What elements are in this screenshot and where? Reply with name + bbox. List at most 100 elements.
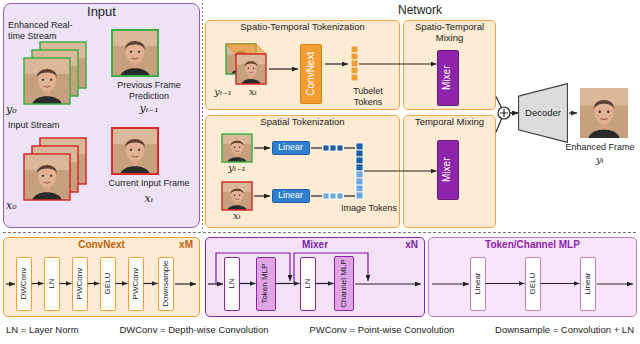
label-holder: xₜ — [214, 210, 260, 222]
label-holder: yₜ₋₁ — [214, 162, 260, 174]
tubelet-tokens — [351, 74, 358, 81]
image-tokens — [356, 192, 363, 199]
label-holder: yₜ — [562, 154, 638, 166]
token-label: Image Tokens — [340, 203, 398, 214]
enhanced-stream-stack — [24, 58, 70, 104]
input-stream-stack — [24, 138, 86, 200]
flow-arrow — [208, 283, 223, 284]
decoder-block: Decoder — [518, 83, 568, 143]
node-text: Linear — [278, 142, 303, 152]
separator-line — [202, 3, 203, 229]
tubelet-pictures — [236, 54, 266, 84]
arrow-connector — [400, 170, 437, 171]
tubelet-tokens — [351, 67, 358, 74]
image-tokens — [356, 178, 363, 185]
label-holder: LN = Layer Norm — [6, 324, 79, 335]
label-holder: DWConv = Depth-wise Convolution — [119, 324, 268, 335]
label-holder: x₀ — [6, 199, 24, 212]
label-holder: y₀ — [6, 103, 24, 116]
input-stream-stack — [32, 146, 78, 192]
flow-arrow — [364, 170, 400, 171]
layer-box: Linear — [580, 257, 596, 311]
node-text: Mixer — [442, 157, 454, 181]
node-text: Token/Channel MLP — [433, 239, 632, 251]
math-symbol: x₀ — [6, 199, 24, 212]
arrow-connector — [316, 283, 334, 284]
image-tokens — [323, 193, 329, 199]
previous-frame-picture — [112, 30, 158, 76]
skip-connection — [216, 253, 368, 284]
layer-box: Downsample — [158, 257, 174, 311]
tubelet-tokens — [351, 60, 358, 67]
flow-arrow — [311, 195, 322, 196]
tubelet-pictures — [236, 54, 266, 84]
layer-box: GELU — [525, 257, 541, 311]
image-tokens — [330, 193, 336, 199]
layer-box: PWConv — [128, 257, 144, 311]
node-text: Mixer — [210, 239, 420, 251]
mlp-box: Channel MLP — [334, 256, 354, 311]
tubelet-tokens — [351, 46, 358, 81]
sum-symbol — [498, 107, 510, 119]
node-text: Linear — [278, 190, 303, 200]
title-holder: Spatio-Temporal Tokenization — [206, 22, 399, 33]
mixing-panel: Spatio-Temporal MixingMixer — [403, 20, 496, 110]
title-holder: Spatial Tokenization — [206, 117, 399, 128]
mixing-panel: Temporal MixingMixer — [403, 115, 496, 228]
arrow-connector — [144, 283, 158, 284]
stream-label: Enhanced Real-time Stream — [8, 20, 88, 42]
flow-arrow — [359, 63, 400, 64]
label-holder: PWConv = Point-wise Convolution — [309, 324, 454, 335]
arrow-connector — [116, 283, 128, 284]
node-text: Channel MLP — [339, 259, 348, 307]
frame-label: Current Input Frame — [100, 178, 198, 189]
math-symbol: yₜ — [562, 154, 638, 166]
convnext-detail-panel: ConvNextxMDWConvLNPWConvGELUPWConvDownsa… — [3, 237, 200, 317]
node-text: GELU — [103, 273, 112, 295]
input-stream-stack — [24, 154, 70, 200]
math-symbol: xₜ — [214, 210, 260, 222]
node-text: xM — [179, 239, 193, 251]
spatial-pictures — [222, 134, 252, 162]
title-holder: Spatio-Temporal Mixing — [404, 22, 495, 44]
flow-arrow — [569, 112, 577, 113]
label-holder: xₜ — [100, 192, 198, 205]
layer-box: PWConv — [72, 257, 88, 311]
spatial-pictures — [222, 134, 252, 162]
sum-symbol — [498, 107, 510, 119]
input-stream-stack — [32, 146, 78, 192]
arrow-connector — [32, 283, 44, 284]
spatial-pictures — [222, 182, 252, 210]
node-text: Input — [8, 5, 195, 20]
arrow-connector — [240, 283, 256, 284]
image-tokens — [323, 143, 363, 199]
previous-frame-picture — [112, 30, 158, 76]
title-holder: Input — [4, 5, 199, 20]
title-holder: Mixer — [206, 239, 424, 251]
flow-arrow — [6, 283, 633, 284]
arrow-connector — [541, 283, 580, 284]
arrow-connector — [276, 283, 300, 284]
image-tokens — [337, 145, 343, 151]
current-frame-picture — [112, 128, 158, 174]
node-text: Decoder — [525, 108, 561, 119]
layer-box: GELU — [100, 257, 116, 311]
tubelet-pictures — [226, 44, 266, 84]
input-stream-stack — [24, 154, 70, 200]
math-symbol: yₜ₋₁ — [100, 102, 198, 115]
layer-box: LN — [224, 257, 240, 311]
layer-box: LN — [44, 257, 60, 311]
image-tokens — [356, 185, 363, 192]
sum-symbol — [500, 109, 508, 117]
flow-arrow — [344, 195, 355, 196]
flow-arrow — [344, 147, 355, 148]
current-frame-picture — [112, 128, 158, 174]
flow-arrow — [269, 64, 400, 69]
image-tokens — [337, 193, 343, 199]
label-holder: yₜ₋₁ — [100, 102, 198, 115]
math-symbol: yₜ₋₁ — [214, 162, 260, 174]
abbreviation-note: PWConv = Point-wise Convolution — [309, 324, 454, 335]
label-holder: Input Stream — [8, 120, 88, 131]
stream-label: Input Stream — [8, 120, 88, 131]
